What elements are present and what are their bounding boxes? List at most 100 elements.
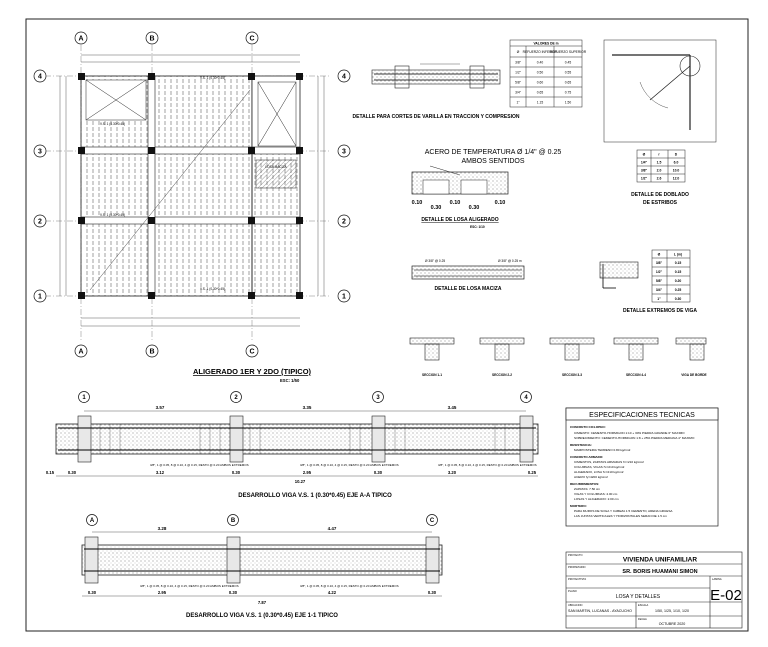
dim: 0.30 xyxy=(232,470,241,475)
slab-dim: 0.10 xyxy=(450,200,461,206)
temp-steel-label: ACERO DE TEMPERATURA Ø 1/4" @ 0.25 xyxy=(425,149,562,156)
axis-label: C xyxy=(249,349,254,356)
dim: 0.15 xyxy=(46,470,55,475)
spec-line: CIMIENTO: CEMENTO-HORMIGON 1:10 + 30% PI… xyxy=(574,431,685,435)
table-header: L (m) xyxy=(674,253,682,257)
ends-title: DETALLE EXTREMOS DE VIGA xyxy=(623,308,697,314)
owner-name: SR. BORIS HUAMANI SIMON xyxy=(622,569,697,575)
table-cell: 0.75 xyxy=(565,91,572,95)
table-cell: 6.0 xyxy=(674,161,679,165)
beam-label: V.S. 1 (0.30*0.45) xyxy=(200,287,225,291)
table-cell: 1.50 xyxy=(565,101,572,105)
specs-title: ESPECIFICACIONES TECNICAS xyxy=(589,412,695,419)
dim: 3.12 xyxy=(156,470,165,475)
table-cell: 1/2" xyxy=(656,270,663,274)
stirrup-spec: 3/8", 1 @ 0.05, 8 @ 0.10, 4 @ 0.15, REST… xyxy=(438,463,537,467)
table-cell: 0.60 xyxy=(537,81,544,85)
spec-line: RESISTENCIA: xyxy=(570,443,592,447)
table-cell: 3/4" xyxy=(515,91,522,95)
total-dim: 7.87 xyxy=(258,600,267,605)
stirrup-title: DETALLE DE DOBLADO xyxy=(631,192,689,198)
spec-line: VIGAS Y COLUMNAS: 4.00 cm xyxy=(574,492,618,496)
spec-line: ACERO fy=4200 kg/cm2 xyxy=(574,475,608,479)
plan-scale: ESC: 1/50 xyxy=(280,378,300,383)
tb-label: UBICACION xyxy=(568,603,583,607)
section-label: SECCION 2-2 xyxy=(492,373,512,377)
stirrup-bend-detail xyxy=(603,39,717,143)
axis-label: 1 xyxy=(342,294,346,301)
location: SAN MARTIN, LUCANAS - AYACUCHO xyxy=(568,609,632,613)
stirrup-title: DE ESTRIBOS xyxy=(643,200,678,206)
table-cell: 3/8" xyxy=(515,61,522,65)
span-dim: 4.47 xyxy=(328,526,337,531)
spec-line: ZAPATAS: 7.50 cm xyxy=(574,487,601,491)
table-cell: 1/2" xyxy=(515,71,522,75)
slab-dim: 0.30 xyxy=(431,205,442,211)
axis-label: A xyxy=(90,518,95,524)
axis-label: A xyxy=(78,36,83,43)
table-cell: 0.45 xyxy=(565,61,572,65)
table-cell: 0.15 xyxy=(675,261,682,265)
spec-line: CONCRETO CICLOPEO: xyxy=(570,425,606,429)
spec-line: LOSAS Y ALIGERADO: 2.00 cm xyxy=(574,497,619,501)
table-cell: 5/8" xyxy=(656,279,663,283)
beam-label: V.S. 1 (0.30*0.45) xyxy=(200,76,225,80)
table-header: Ø xyxy=(517,50,520,54)
table-cell: 12.0 xyxy=(673,177,680,181)
axis-label: 2 xyxy=(342,219,346,226)
beam-1-title: DESARROLLO VIGA V.S. 1 (0.30*0.45) EJE 1… xyxy=(186,613,338,619)
table-cell: 0.55 xyxy=(565,71,572,75)
dim: 4.22 xyxy=(328,590,337,595)
table-cell: 0.50 xyxy=(537,71,544,75)
axis-label: B xyxy=(149,349,154,356)
section-label: VIGA DE BORDE xyxy=(681,373,706,377)
table-cell: 1" xyxy=(516,101,520,105)
aligerado-title: DETALLE DE LOSA ALIGERADO xyxy=(421,217,498,223)
spec-line: CONCRETO ARMADO: xyxy=(570,455,603,459)
axis-label: 3 xyxy=(38,149,42,156)
table-cell: 5/8" xyxy=(515,81,522,85)
span-dim: 3.45 xyxy=(448,405,457,410)
table-cell: 1.5 xyxy=(657,161,662,165)
table-header: D xyxy=(675,153,678,157)
dim: 0.30 xyxy=(68,470,77,475)
beam-a-elevation: 1 2 3 4 3.57 3.35 3.45 3/8", 1 @ 0.05, 8… xyxy=(46,391,539,499)
spec-line: SOBRECIMIENTO: CEMENTO-HORMIGON 1:8 + 25… xyxy=(574,436,695,440)
stirrup-spec: 3/8", 1 @ 0.05, 8 @ 0.10, 4 @ 0.15, REST… xyxy=(300,584,399,588)
axis-label: 2 xyxy=(234,395,238,401)
span-dim: 3.35 xyxy=(303,405,312,410)
plan-name: LOSA Y DETALLES xyxy=(616,594,661,600)
axis-label: 4 xyxy=(38,74,42,81)
dim: 2.95 xyxy=(303,470,312,475)
beam-label: V.S. 1 (0.30*0.45) xyxy=(100,122,125,126)
slab-dim: 0.10 xyxy=(495,200,506,206)
axis-label: B xyxy=(231,518,236,524)
splice-title: DETALLE PARA CORTES DE VARILLA EN TRACCI… xyxy=(353,114,520,120)
table-cell: 0.15 xyxy=(675,270,682,274)
table-cell: 3/4" xyxy=(656,288,663,292)
dim: 0.30 xyxy=(374,470,383,475)
stirrup-spec: 3/8", 1 @ 0.05, 8 @ 0.10, 4 @ 0.15, REST… xyxy=(140,584,239,588)
axis-label: 3 xyxy=(376,395,380,401)
axis-label: 4 xyxy=(524,395,528,401)
beam-label: V.S. 1 (0.30*0.45) xyxy=(100,213,125,217)
scale-value: 1/50, 1/25, 1/10, 1/20 xyxy=(655,609,689,613)
sheet-number: E-02 xyxy=(710,587,742,604)
dim: 0.30 xyxy=(428,590,437,595)
table-cell: 2.6 xyxy=(657,177,662,181)
stirrup-table xyxy=(636,149,686,183)
spec-line: ALIGERADO, LOSA f'c=210 kg/cm2 xyxy=(574,470,624,474)
tb-label: LAMINA xyxy=(712,577,722,581)
spec-line: LAS JUNTAS VERTICALES Y HORIZONTALES SER… xyxy=(574,514,667,518)
total-dim: 10.27 xyxy=(295,479,306,484)
axis-label: C xyxy=(249,36,254,43)
tb-label: PLANO xyxy=(568,589,577,593)
dim: 2.95 xyxy=(158,590,167,595)
values-table xyxy=(509,39,583,108)
span-dim: 3.28 xyxy=(158,526,167,531)
aligerado-scale: ESC: 1/10 xyxy=(470,225,485,229)
spec-line: MAMPOSTERIA TERRENO 0.80 kg/cm2 xyxy=(574,448,631,452)
axis-label: A xyxy=(78,349,83,356)
